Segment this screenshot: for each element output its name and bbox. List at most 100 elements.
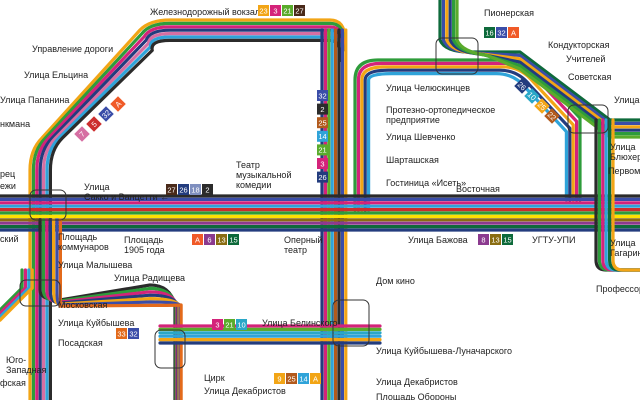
route-number-chip: [202, 184, 213, 195]
stop-label-posadskaya: Посадская: [58, 338, 103, 348]
line-segment: [0, 268, 24, 312]
route-number-chip: [317, 158, 328, 169]
route-number: 14: [318, 132, 326, 141]
route-number: 32: [100, 108, 112, 120]
stop-label-dom_kino: Дом кино: [376, 276, 415, 286]
line-segment: [0, 268, 34, 322]
stop-label-eltsina: Улица Ельцина: [24, 70, 88, 80]
station-box: [154, 329, 186, 369]
stop-label-kuyb_lunach: Улица Куйбышева-Луначарского: [376, 346, 512, 356]
route-number-chip: [294, 5, 305, 16]
route-number-chip: [192, 234, 203, 245]
stop-label-blyukhera: УлицаБлюхера: [610, 142, 640, 162]
route-number: 3: [215, 320, 219, 329]
route-number: 21: [283, 6, 291, 15]
route-number-chip: [317, 130, 328, 142]
stop-label-yugo_zapadnaya: Юго-Западная: [6, 355, 47, 375]
route-number: 32: [497, 28, 505, 37]
route-number-chip: [484, 27, 495, 38]
line-segment: [455, 0, 640, 139]
route-number: 32: [318, 91, 326, 100]
route-number-chip: [496, 27, 507, 38]
route-number: 27: [295, 6, 303, 15]
route-number: 26: [179, 185, 187, 194]
route-number-chip: [508, 27, 519, 38]
route-number-chip: [74, 126, 90, 142]
route-number: 15: [229, 235, 237, 244]
route-number-chip: [478, 234, 489, 245]
stop-label-rets: рец: [0, 169, 15, 179]
stop-label-inkmana: нкмана: [0, 119, 30, 129]
route-number-chip: [128, 328, 139, 339]
route-number: 2: [320, 105, 324, 114]
stop-label-malysheva: Улица Малышева: [58, 260, 132, 270]
route-number: 21: [225, 320, 233, 329]
route-number: 3: [273, 6, 277, 15]
stop-label-uchiteley: Учителей: [566, 54, 605, 64]
line-segment: [611, 118, 640, 272]
stop-label-shevchenko: Улица Шевченко: [386, 132, 455, 142]
stop-label-fskaya: фская: [0, 378, 26, 388]
stop-label-tsirk: Цирк: [204, 373, 225, 383]
route-number-chip: [110, 96, 126, 112]
route-number-chip: [490, 234, 501, 245]
route-number: 26: [318, 173, 326, 182]
route-number: 9: [277, 374, 281, 383]
route-number-chip: [178, 184, 189, 195]
route-number-chip: [317, 144, 328, 156]
route-number-chip: [317, 90, 328, 101]
route-number-chip: [286, 373, 297, 384]
stop-label-dekabristov_l: Улица Декабристов: [204, 386, 286, 396]
route-number: 18: [191, 185, 199, 194]
route-number: A: [511, 28, 516, 37]
route-number-chip: [190, 184, 201, 195]
line-segment: [363, 68, 572, 212]
stop-labels: Железнодорожный вокзал ПионерскаяКондукто…: [0, 7, 640, 400]
route-number-chip: [298, 373, 309, 384]
stop-label-pionerskaya: Пионерская: [484, 8, 534, 18]
route-number-chip: [274, 373, 285, 384]
stop-label-gostinitsa: Гостиница «Исеть»: [386, 178, 466, 188]
route-number-chip: [86, 116, 102, 132]
line-segment: [0, 268, 27, 315]
station-box: [567, 104, 609, 134]
route-number: 8: [481, 235, 485, 244]
stop-label-radishcheva: Улица Радищева: [114, 273, 185, 283]
stop-label-konduktorskaya: Кондукторская: [548, 40, 610, 50]
stop-label-dekabristov_r: Улица Декабристов: [376, 377, 458, 387]
stop-label-gagarina: УлицаГагарина: [610, 238, 640, 258]
route-number: 14: [299, 374, 307, 383]
route-number-chip: [282, 5, 293, 16]
route-number: A: [195, 235, 200, 244]
stop-label-belinskogo: Улица Белинского: [262, 318, 338, 328]
station-box: [29, 189, 67, 221]
route-number: 32: [129, 329, 137, 338]
route-number-chip: [228, 234, 239, 245]
route-number: 5: [90, 120, 99, 129]
route-number: 3: [320, 159, 324, 168]
station-box: [435, 37, 479, 75]
route-number: 27: [167, 185, 175, 194]
route-number-chip: [270, 5, 281, 16]
route-number-chip: [310, 373, 321, 384]
route-number-chip: [317, 171, 328, 183]
stop-label-bazhova: Улица Бажова: [408, 235, 468, 245]
route-number-chip: [204, 234, 215, 245]
stop-label-papanina: Улица Папанина: [0, 95, 69, 105]
stop-label-ulitsa_edge: Улица: [614, 95, 640, 105]
route-number: 13: [217, 235, 225, 244]
stop-label-zheleznodorozhny: Железнодорожный вокзал: [150, 7, 260, 17]
